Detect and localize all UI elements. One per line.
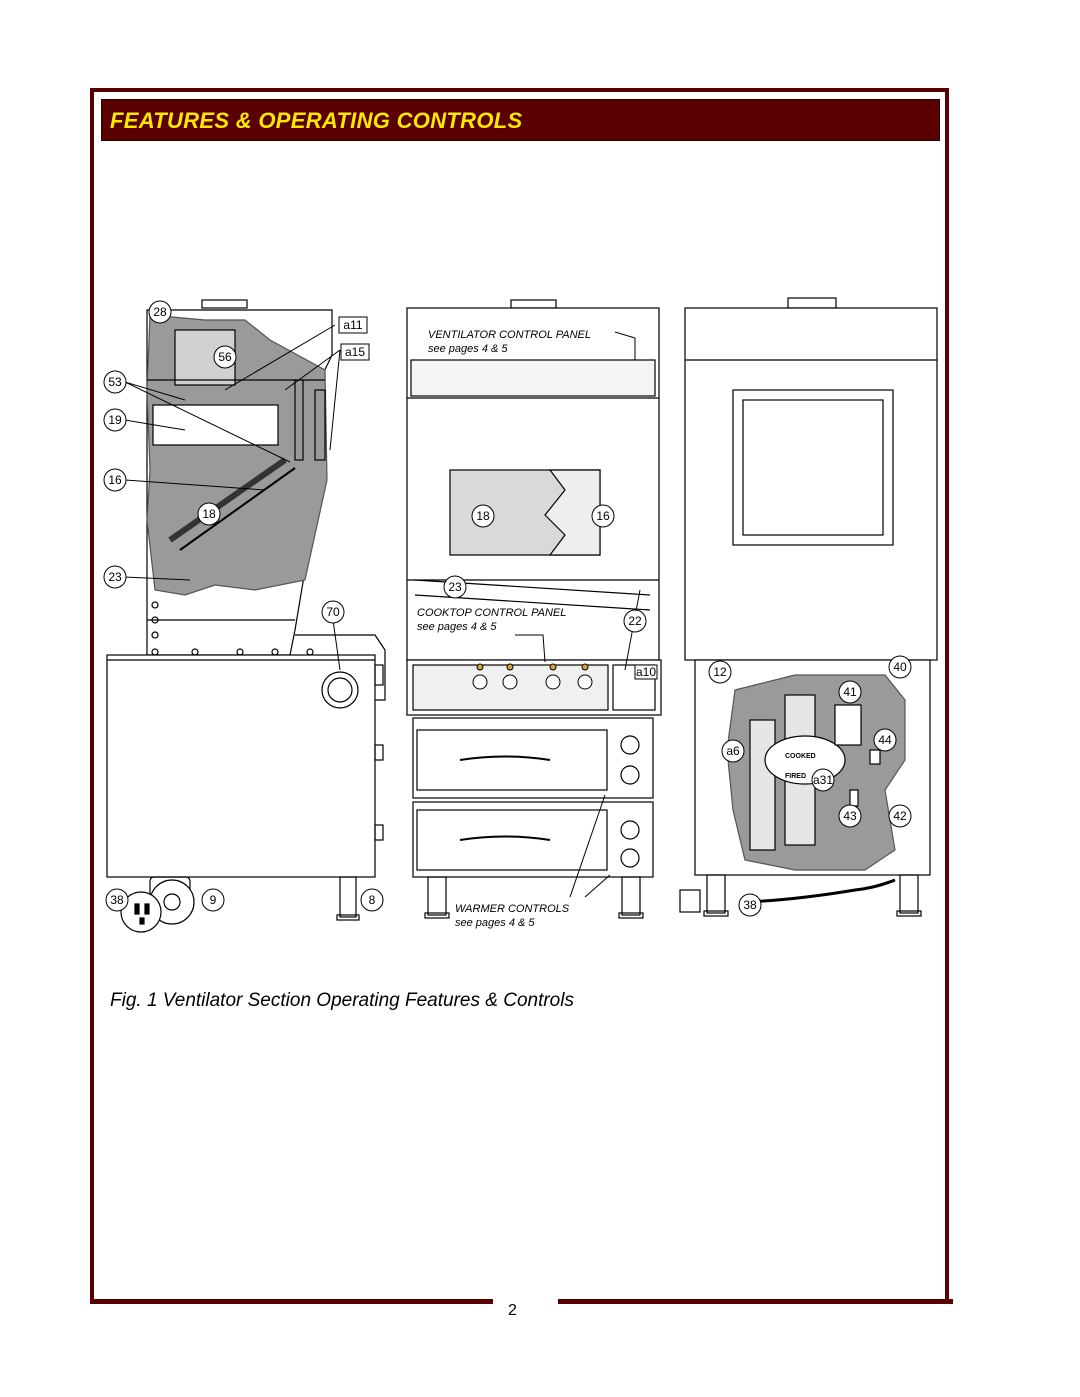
callout-a31: a31 — [811, 768, 835, 792]
callout-a10: a10 — [634, 664, 658, 680]
callout-41: 41 — [838, 680, 862, 704]
svg-text:38: 38 — [110, 893, 124, 907]
callout-40: 40 — [888, 655, 912, 679]
callout-16-center: 16 — [591, 504, 615, 528]
svg-text:70: 70 — [326, 605, 340, 619]
svg-text:a31: a31 — [813, 773, 833, 787]
callout-22: 22 — [623, 609, 647, 633]
callout-56: 56 — [213, 345, 237, 369]
left-leader-lines — [124, 324, 341, 671]
svg-text:28: 28 — [153, 305, 167, 319]
svg-text:42: 42 — [893, 809, 907, 823]
svg-text:56: 56 — [218, 350, 232, 364]
callout-a15: a15 — [340, 343, 370, 361]
svg-text:16: 16 — [596, 509, 610, 523]
callout-42: 42 — [888, 804, 912, 828]
ventilator-figure: 28 56 53 19 16 18 23 70 38 9 8 a11 a15 1… — [103, 297, 938, 933]
callout-18-center: 18 — [471, 504, 495, 528]
page-number: 2 — [508, 1302, 517, 1319]
front-view — [406, 299, 662, 919]
svg-text:8: 8 — [369, 893, 376, 907]
svg-text:9: 9 — [210, 893, 217, 907]
callout-53: 53 — [103, 370, 127, 394]
plug-left-icon — [120, 891, 162, 933]
warmer-controls-label: WARMER CONTROLS — [455, 903, 570, 915]
svg-text:18: 18 — [476, 509, 490, 523]
ventilator-panel-label: VENTILATOR CONTROL PANEL — [428, 329, 591, 341]
svg-text:41: 41 — [843, 685, 857, 699]
callout-38-left: 38 — [105, 888, 129, 912]
callout-18-left: 18 — [197, 502, 221, 526]
callout-8: 8 — [360, 888, 384, 912]
svg-text:38: 38 — [743, 898, 757, 912]
callout-44: 44 — [873, 728, 897, 752]
svg-text:40: 40 — [893, 660, 907, 674]
callout-28: 28 — [148, 300, 172, 324]
callout-43: 43 — [838, 804, 862, 828]
footer-rule-left — [90, 1299, 493, 1304]
svg-text:23: 23 — [108, 570, 122, 584]
cooktop-panel-label: COOKTOP CONTROL PANEL — [417, 607, 566, 619]
ventilator-panel-pages: see pages 4 & 5 — [428, 343, 508, 355]
callout-70: 70 — [321, 600, 345, 624]
callout-16-left: 16 — [103, 468, 127, 492]
svg-text:12: 12 — [713, 665, 727, 679]
svg-text:a10: a10 — [636, 665, 656, 679]
figure-caption: Fig. 1 Ventilator Section Operating Feat… — [110, 990, 574, 1011]
callout-38-right: 38 — [738, 893, 762, 917]
svg-text:16: 16 — [108, 473, 122, 487]
fired-label: FIRED — [785, 773, 806, 780]
cooktop-panel-pages: see pages 4 & 5 — [417, 621, 497, 633]
callouts: 28 56 53 19 16 18 23 70 38 9 8 a11 a15 1… — [103, 300, 912, 917]
svg-text:44: 44 — [878, 733, 892, 747]
svg-text:43: 43 — [843, 809, 857, 823]
svg-text:22: 22 — [628, 614, 642, 628]
svg-text:19: 19 — [108, 413, 122, 427]
callout-12: 12 — [708, 660, 732, 684]
cooktop-knobs — [472, 663, 593, 690]
svg-text:53: 53 — [108, 375, 122, 389]
callout-23-left: 23 — [103, 565, 127, 589]
page-frame — [90, 88, 949, 1302]
side-view — [106, 299, 386, 925]
callout-23-center: 23 — [443, 575, 467, 599]
callout-a11: a11 — [338, 316, 368, 334]
footer-rule-right — [558, 1299, 953, 1304]
svg-text:a6: a6 — [726, 744, 740, 758]
callout-a6: a6 — [721, 739, 745, 763]
svg-text:18: 18 — [202, 507, 216, 521]
warmer-controls-pages: see pages 4 & 5 — [455, 917, 535, 929]
svg-text:23: 23 — [448, 580, 462, 594]
section-header: FEATURES & OPERATING CONTROLS — [101, 99, 940, 141]
cooked-label: COOKED — [785, 753, 816, 760]
callout-9: 9 — [201, 888, 225, 912]
callout-19: 19 — [103, 408, 127, 432]
svg-text:a15: a15 — [345, 345, 365, 359]
section-title: FEATURES & OPERATING CONTROLS — [110, 108, 523, 133]
rear-view — [679, 297, 938, 917]
svg-text:a11: a11 — [343, 318, 362, 332]
